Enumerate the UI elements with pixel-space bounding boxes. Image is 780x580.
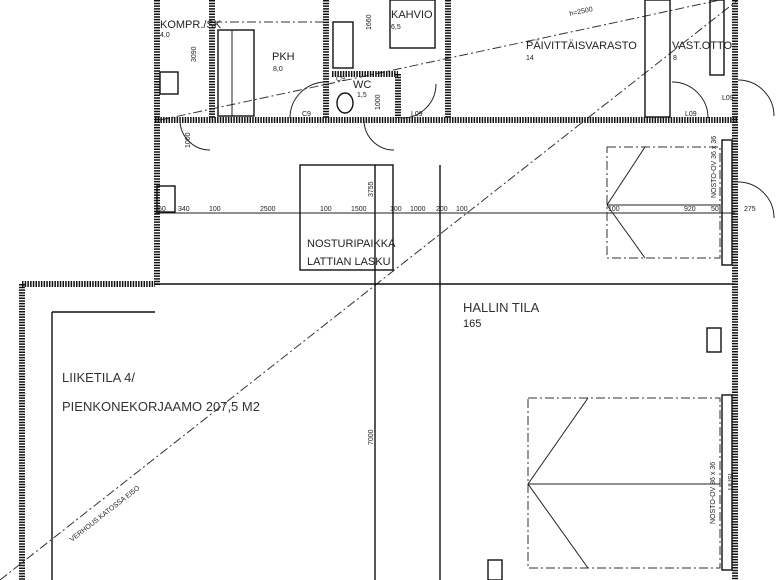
room-wc-area: 1,5	[357, 92, 367, 99]
dim-value: 1500	[351, 206, 367, 213]
room-halli: HALLIN TILA	[463, 300, 540, 315]
crane-zone-lower	[527, 397, 721, 569]
uusi-label: UUSI	[728, 473, 735, 490]
dim-value: 100	[608, 206, 620, 213]
room-wc: WC	[353, 79, 371, 91]
hoist-door-label: NOSTO-OV 36 x 36	[710, 462, 717, 524]
room-kahvio: KAHVIO	[391, 9, 433, 21]
dimension-line: 60 340 100 2500 100 1500 100 1000 200 10…	[158, 206, 756, 213]
dim-value: 100	[320, 206, 332, 213]
room-vastotto-area: 8	[673, 55, 677, 62]
dim-value: 100	[390, 206, 402, 213]
dim-1000b: 1000	[185, 132, 192, 148]
dim-value: 275	[744, 206, 756, 213]
dim-value: 920	[684, 206, 696, 213]
room-pkh-area: 8,0	[273, 66, 283, 73]
dim-value: 100	[456, 206, 468, 213]
liiketila-line1: LIIKETILA 4/	[62, 370, 135, 385]
dim-1660: 1660	[366, 14, 373, 30]
dim-3090: 3090	[191, 46, 198, 62]
room-pkh: PKH	[272, 51, 295, 63]
nosturi-line2: LATTIAN LASKU	[307, 256, 391, 268]
reference-lines	[0, 0, 739, 580]
dim-value: 50	[711, 206, 719, 213]
room-kompr: KOMPR./SK	[160, 19, 222, 31]
room-kahvio-area: 6,5	[391, 24, 401, 31]
room-halli-area: 165	[463, 318, 481, 330]
dim-value: 100	[209, 206, 221, 213]
ceiling-note: VERHOUS KATOSSA EI5O	[69, 484, 142, 543]
dim-value: 200	[436, 206, 448, 213]
dim-value: 2500	[260, 206, 276, 213]
dim-value: 1000	[410, 206, 426, 213]
dim-3755: 3755	[368, 181, 375, 197]
room-varasto: PÄIVITTÄISVARASTO	[526, 40, 637, 52]
dim-value: 340	[178, 206, 190, 213]
height-note: h=2500	[569, 6, 594, 18]
hoist-door-label: NOSTO-OV 36 x 36	[711, 136, 718, 198]
door-label: C9	[336, 76, 345, 83]
dim-value: 60	[158, 206, 166, 213]
room-vastotto: VAST.OTTO	[672, 40, 733, 52]
liiketila-line2: PIENKONEKORJAAMO 207,5 M2	[62, 399, 260, 414]
walls	[19, 0, 738, 580]
nosturi-line1: NOSTURIPAIKKA	[307, 238, 396, 250]
door-label: L09	[722, 95, 734, 102]
crane-zone-upper	[606, 146, 721, 259]
structure-lines	[51, 0, 775, 580]
dim-1000: 1000	[375, 94, 382, 110]
dim-7000: 7000	[368, 429, 375, 445]
door-label: L09	[685, 111, 697, 118]
door-label: L09	[411, 111, 423, 118]
door-label: C9	[302, 111, 311, 118]
room-kompr-area: 4,0	[160, 32, 170, 39]
room-varasto-area: 14	[526, 55, 534, 62]
